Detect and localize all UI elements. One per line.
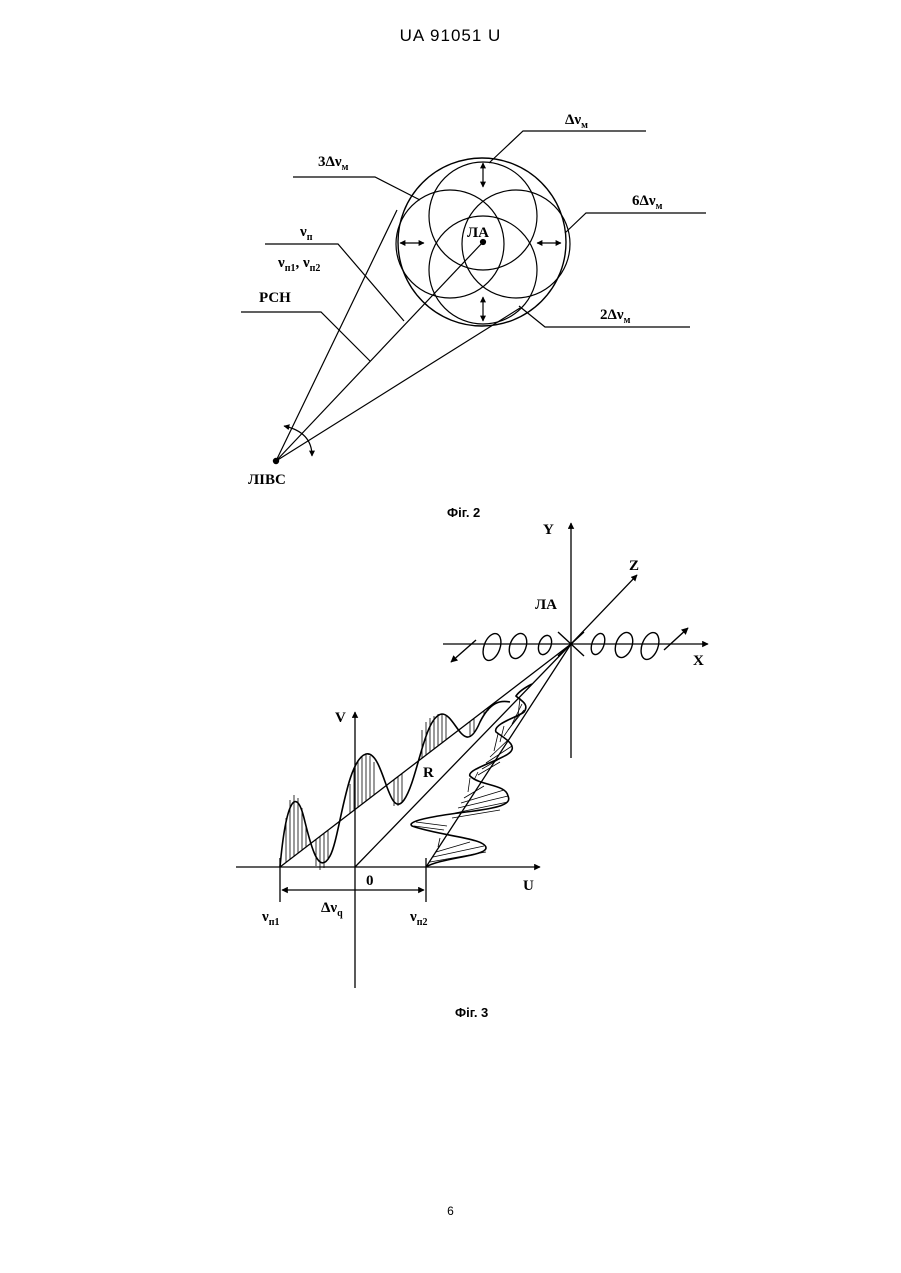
- label-x: X: [693, 653, 704, 669]
- circle-left: [396, 190, 504, 298]
- rotation-arrow: [284, 426, 312, 456]
- svg-text:Δνм: Δνм: [565, 112, 588, 131]
- svg-text:Δνq: Δνq: [321, 900, 343, 919]
- circle-right: [462, 190, 570, 298]
- label-vn2-sub: п2: [417, 917, 428, 928]
- figure-2-caption: Фіг. 2: [447, 505, 480, 520]
- loop-l2: [506, 631, 530, 661]
- label-vp-sep: ,: [295, 255, 303, 271]
- label-zero: 0: [366, 873, 374, 889]
- figure-3: [236, 523, 708, 988]
- figure-2: [241, 131, 706, 464]
- label-y: Y: [543, 522, 554, 538]
- leader-dv: [489, 131, 646, 163]
- leader-6dv: [565, 213, 706, 233]
- axis-z: [571, 575, 637, 644]
- wave-1: [280, 701, 510, 867]
- label-3dv-sub: м: [342, 162, 349, 173]
- ray-2: [276, 242, 483, 461]
- livs-dot: [273, 458, 278, 463]
- label-la-fig3: ЛА: [535, 597, 557, 613]
- leader-3dv: [293, 177, 420, 200]
- label-6dv: 6Δν: [632, 193, 656, 209]
- loop-r3: [638, 630, 663, 662]
- label-dv-sub: м: [581, 120, 588, 131]
- label-2dv: 2Δν: [600, 307, 624, 323]
- label-livs: ЛІВС: [248, 472, 286, 488]
- loop-r2: [612, 630, 636, 660]
- svg-text:6Δνм: 6Δνм: [632, 193, 663, 212]
- leader-vp: [265, 244, 404, 321]
- label-u: U: [523, 878, 534, 894]
- svg-text:νп1, νп2: νп1, νп2: [277, 255, 320, 274]
- label-6dv-sub: м: [656, 201, 663, 212]
- page-number: 6: [0, 1204, 901, 1218]
- loop-l3: [536, 634, 554, 657]
- label-dvq-sub: q: [337, 908, 343, 919]
- label-2dv-sub: м: [624, 315, 631, 326]
- svg-text:νп: νп: [299, 224, 313, 243]
- svg-text:νп2: νп2: [409, 909, 427, 928]
- label-v: V: [335, 710, 346, 726]
- label-dvq: Δν: [321, 900, 337, 916]
- svg-text:3Δνм: 3Δνм: [318, 154, 349, 173]
- label-vn1-sub: п1: [269, 917, 280, 928]
- label-la-fig2: ЛА: [467, 225, 489, 241]
- loop-arrow-left: [451, 640, 476, 662]
- svg-text:2Δνм: 2Δνм: [600, 307, 631, 326]
- loop-l1: [480, 631, 505, 663]
- label-3dv: 3Δν: [318, 154, 342, 170]
- loop-arrow-right: [664, 628, 688, 650]
- leader-rsn: [241, 312, 370, 361]
- label-z: Z: [629, 558, 639, 574]
- label-vp2-sub: п2: [310, 263, 321, 274]
- ray-r: [355, 644, 571, 867]
- label-vp-sub: п: [307, 232, 313, 243]
- label-rsn: РСН: [259, 290, 291, 306]
- label-dv: Δν: [565, 112, 581, 128]
- svg-text:νп1: νп1: [261, 909, 279, 928]
- label-vp1-sub: п1: [285, 263, 296, 274]
- figure-3-caption: Фіг. 3: [455, 1005, 488, 1020]
- figure-2-labels: Δνм 3Δνм 6Δνм 2Δνм ЛА νп νп1, νп2 РСН ЛІ…: [248, 112, 663, 488]
- label-r: R: [423, 765, 434, 781]
- ray-vn2: [426, 644, 571, 867]
